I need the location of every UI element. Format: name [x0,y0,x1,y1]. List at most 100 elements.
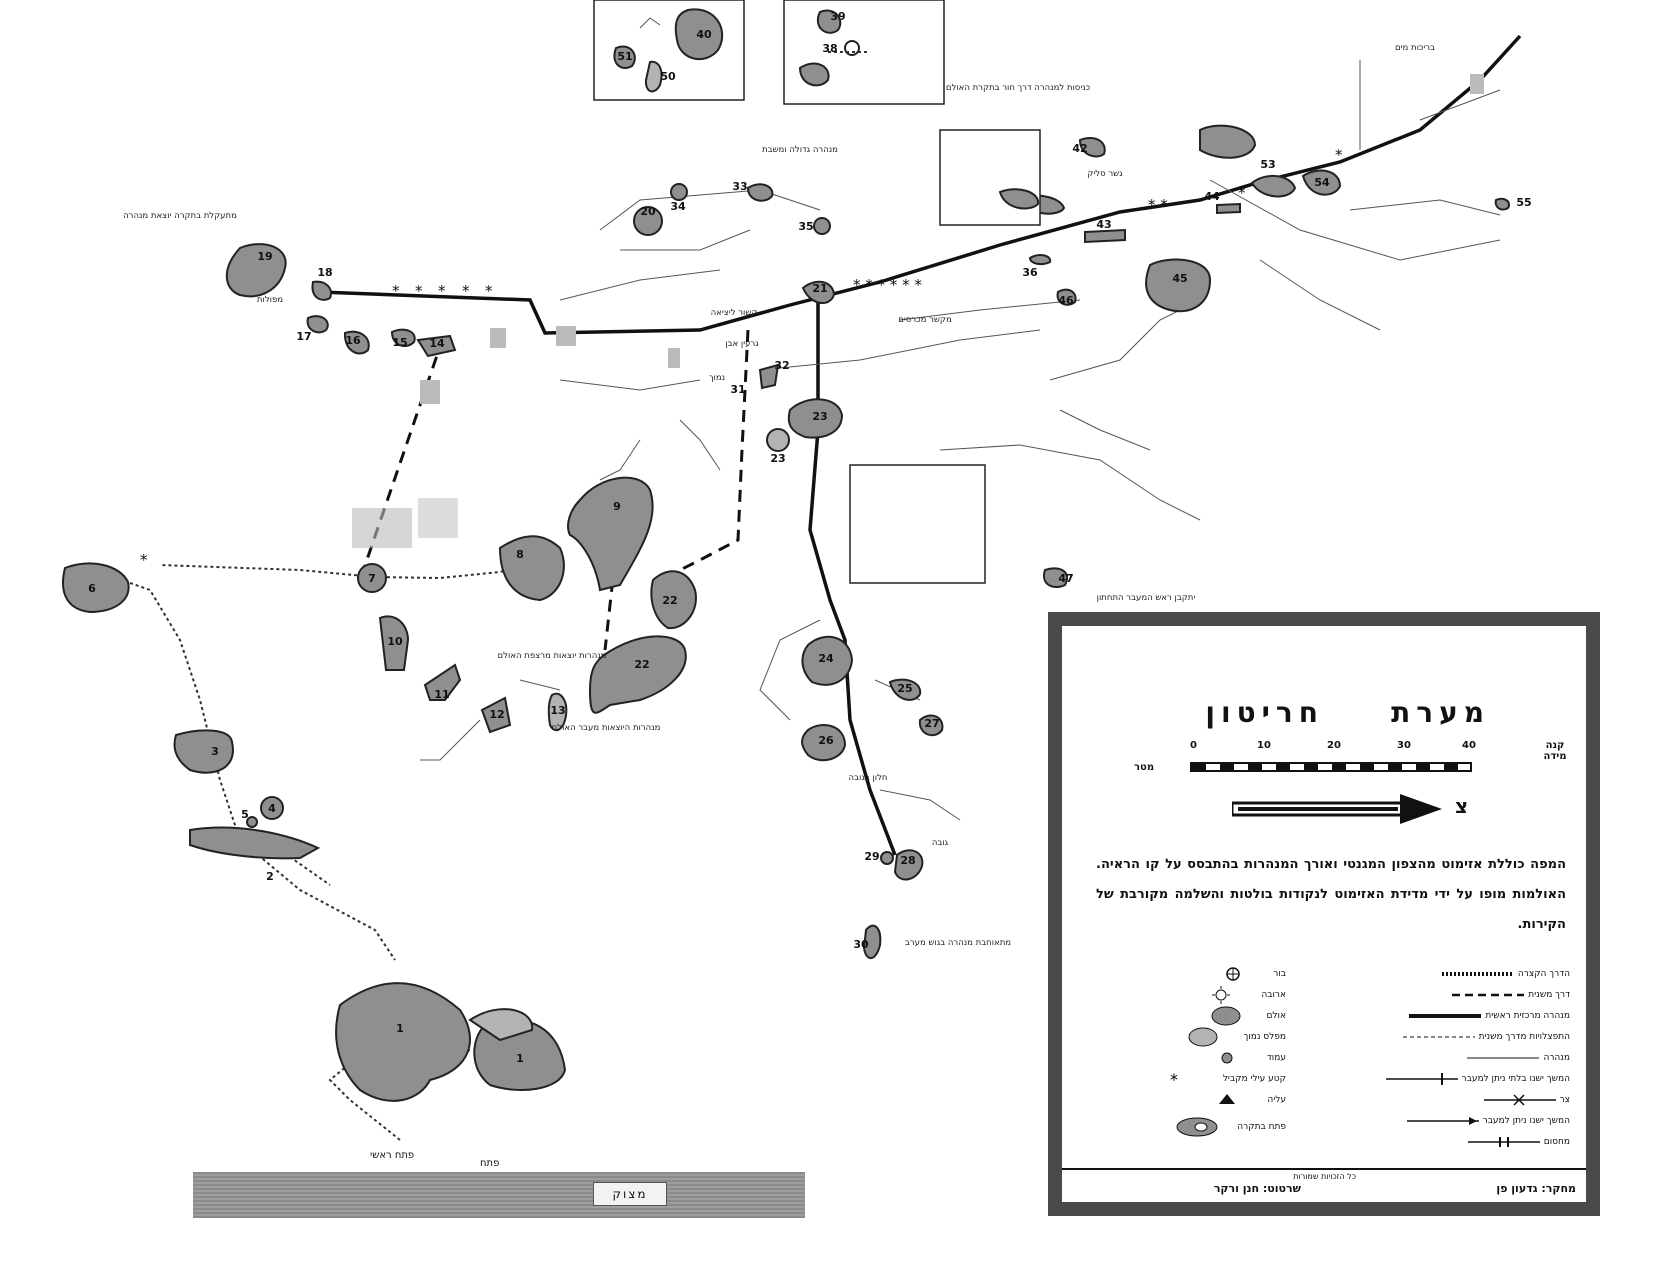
legend-label: ארובה [1261,990,1286,1000]
svg-text:10: 10 [387,635,403,648]
inset-box-right [783,0,945,105]
hatched-line [1441,972,1514,976]
svg-text:*: * [392,282,400,300]
svg-text:35: 35 [798,220,813,233]
legend-row: מנהרה מרכזית ראשית [1405,1006,1570,1026]
legend-label: קטע עילי מקביל [1222,1074,1286,1084]
svg-text:23: 23 [770,452,785,465]
scale-tick-20: 20 [1327,740,1341,751]
legend-panel: מערת חריטון קנה מידה 0 10 20 30 40 מטר צ… [1048,612,1600,1216]
legend-row: מפלס נמוך [1163,1027,1286,1047]
svg-text:מתאוחבת מנהרה בגוש מערב: מתאוחבת מנהרה בגוש מערב [905,938,1011,948]
svg-text:31: 31 [730,383,745,396]
line-with-x [1483,1094,1556,1106]
svg-text:14: 14 [429,337,445,350]
svg-text:13: 13 [550,704,565,717]
inset-box-left [593,0,745,101]
svg-text:26: 26 [818,734,834,747]
line-with-bar [1385,1073,1458,1085]
scale-tick-30: 30 [1397,740,1411,751]
line-with-block [1467,1137,1540,1147]
svg-text:* *: * * [1148,196,1168,214]
svg-text:4: 4 [268,802,276,815]
svg-text:34: 34 [670,200,686,213]
legend-label: מחסום [1543,1137,1570,1147]
svg-text:מנהרה גדולה ומשבת: מנהרה גדולה ומשבת [762,145,838,155]
north-label: צ [1455,794,1469,818]
credit-drawing: שרטוט: חנן ורקר [1213,1182,1301,1195]
place-labels: מנהרה גדולה ומשבת מתעקלת בתקרה יוצאת מנה… [123,43,1435,948]
svg-text:44: 44 [1204,190,1220,203]
svg-text:5: 5 [241,808,249,821]
legend-label: בור [1273,969,1286,979]
scale-label: קנה מידה [1543,740,1567,762]
svg-text:*: * [1238,184,1246,202]
legend-row: דרך משנית [1448,985,1570,1005]
legend-label: עמוד [1266,1053,1286,1063]
svg-text:19: 19 [257,250,272,263]
legend-row: המשך ישנו בלתי ניתן למעבר [1382,1069,1570,1089]
svg-text:מנהרות היוצאות מעבר האולם: מנהרות היוצאות מעבר האולם [552,723,661,733]
svg-text:מנהרות יוצאות מרצפת האולם: מנהרות יוצאות מרצפת האולם [498,651,607,661]
svg-text:21: 21 [812,282,827,295]
svg-text:*: * [485,282,493,300]
svg-text:15: 15 [392,336,407,349]
svg-text:יתקבן ראש המעבר התחתון: יתקבן ראש המעבר התחתון [1097,593,1196,603]
legend-label: המשך ישנו ניתן למעבר [1482,1116,1570,1126]
svg-text:קשור ליציאה: קשור ליציאה [711,308,758,318]
svg-text:1: 1 [516,1052,524,1065]
legend-row: ארובה [1181,985,1286,1005]
legend-row: התפצלויות מדרך משנית [1399,1027,1570,1047]
svg-text:27: 27 [924,717,939,730]
legend-inner: מערת חריטון קנה מידה 0 10 20 30 40 מטר צ… [1062,626,1586,1202]
svg-text:מקשר מכרסים: מקשר מכרסים [898,315,951,325]
hall-icon [1211,1006,1241,1026]
svg-text:29: 29 [864,850,879,863]
credit-research: מחקר: גדעון פן [1496,1182,1576,1195]
svg-text:כניסות למנהרה דרך חור בתקרת הא: כניסות למנהרה דרך חור בתקרת האולם [946,83,1091,93]
credit-rights: כל הזכויות שמורות [1293,1172,1356,1181]
dashed-line [1452,993,1525,997]
svg-text:39: 39 [830,10,845,23]
cliff-label: מצוק [593,1182,667,1206]
svg-text:*: * [462,282,470,300]
map-title-word2: חריטון [1205,696,1324,729]
legend-label: מנהרה [1543,1053,1570,1063]
svg-text:51: 51 [617,50,632,63]
svg-text:*: * [140,551,148,569]
svg-text:גשר סליק: גשר סליק [1087,169,1123,179]
credits-bar: מחקר: גדעון פן כל הזכויות שמורות שרטוט: … [1062,1168,1586,1204]
legend-row: מנהרה [1463,1048,1570,1068]
legend-label: עליה [1267,1095,1286,1105]
scale-unit: מטר [1134,762,1155,773]
svg-text:2: 2 [266,870,274,883]
svg-text:32: 32 [774,359,789,372]
svg-text:47: 47 [1058,572,1073,585]
svg-text:גובה: גובה [932,838,949,848]
svg-text:3: 3 [211,745,219,758]
legend-row: צר [1480,1090,1570,1110]
inset-box-upper [939,129,1041,226]
scale-tick-0: 0 [1190,740,1197,751]
ceiling-opening-icon [1176,1117,1218,1137]
secondary-passage [358,329,750,651]
svg-text:22: 22 [662,594,677,607]
svg-text:8: 8 [516,548,524,561]
chambers [62,124,1510,1102]
svg-text:23: 23 [812,410,827,423]
legend-label: צר [1559,1095,1570,1105]
legend-label: דרך משנית [1528,990,1570,1000]
svg-text:33: 33 [732,180,747,193]
scale-tick-10: 10 [1257,740,1271,751]
parallel-segment-stars: ** ** * * * * * * * * ** ** [140,146,1343,569]
legend-label: פתח בתקרה [1237,1122,1286,1132]
map-title-word1: מערת [1391,696,1490,729]
collapse-areas [352,74,1484,548]
opening-label: פתח [480,1158,500,1169]
legend-row: פתח בתקרה [1157,1117,1286,1137]
svg-text:מפולות: מפולות [257,295,283,305]
svg-text:נמוך: נמוך [709,373,725,383]
svg-text:55: 55 [1516,196,1531,209]
legend-label: המשך ישנו בלתי ניתן למעבר [1461,1074,1570,1084]
thin-line [1467,1057,1540,1059]
